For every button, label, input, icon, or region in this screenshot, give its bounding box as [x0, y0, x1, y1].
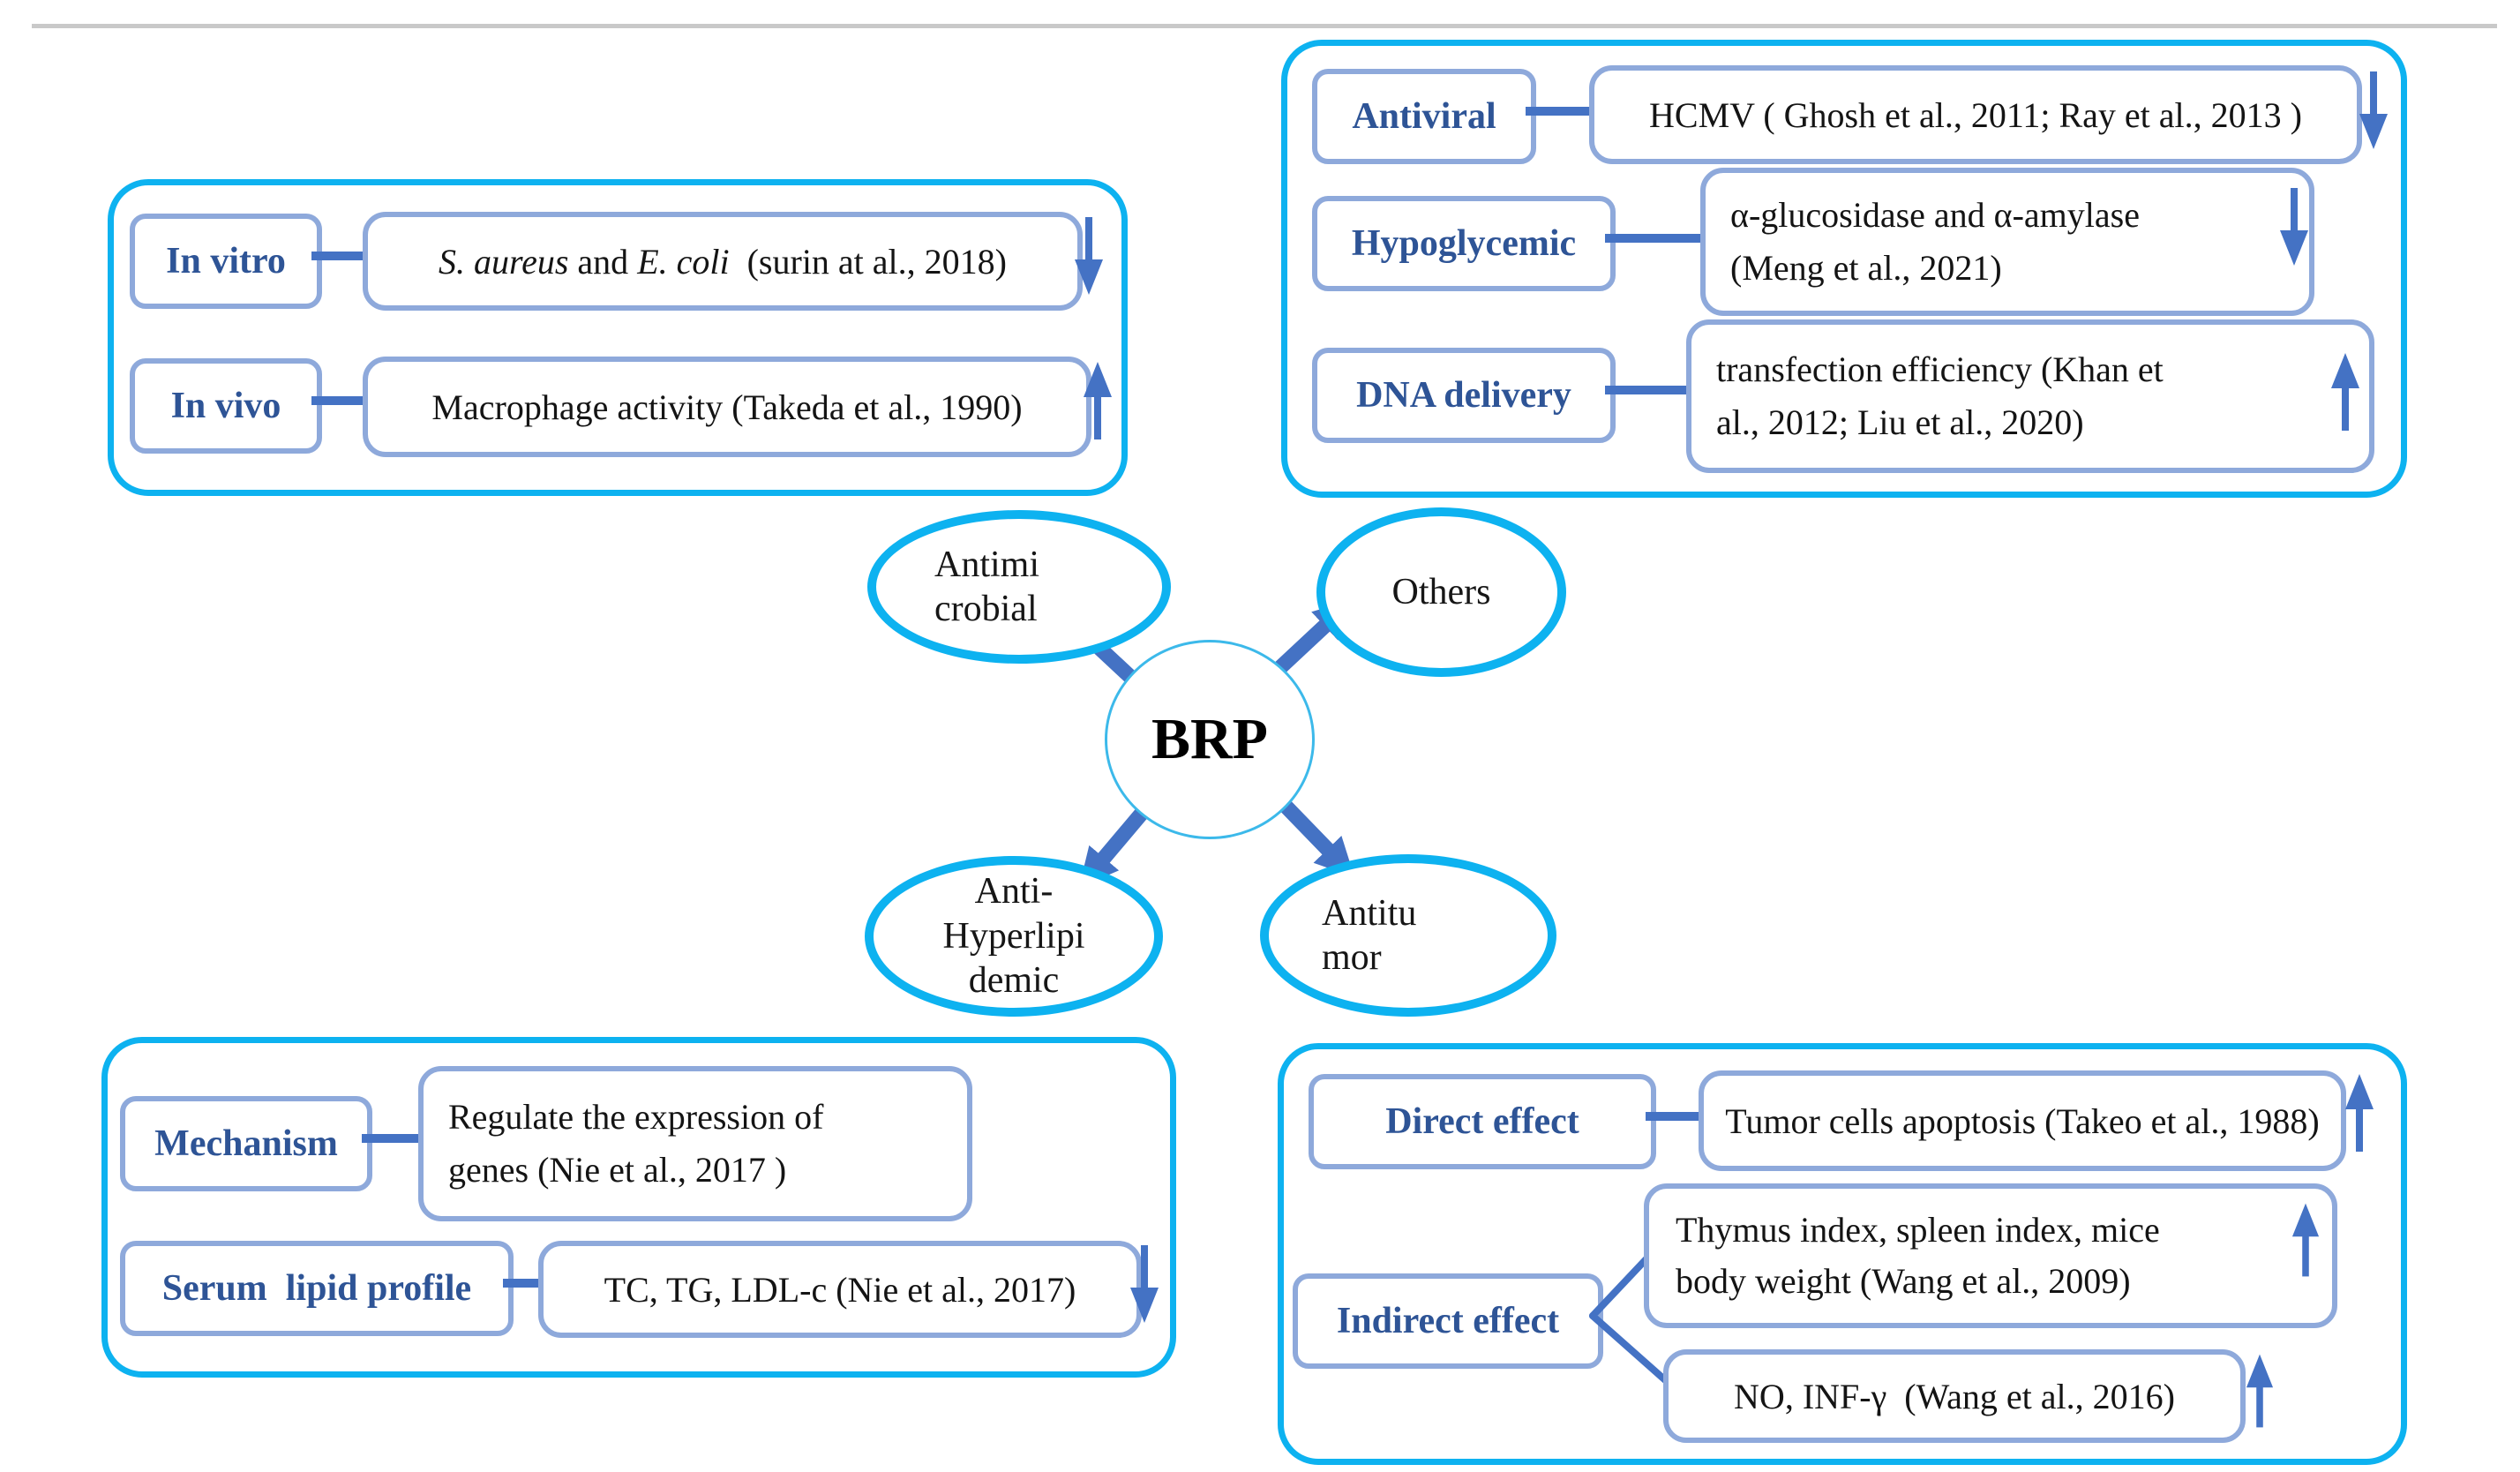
- finding-antiviral: HCMV ( Ghosh et al., 2011; Ray et al., 2…: [1589, 65, 2362, 164]
- node-antimicrobial: Antimi crobial: [867, 510, 1171, 664]
- connector-line: [1605, 386, 1686, 394]
- finding-dna-delivery: transfection efficiency (Khan et al., 20…: [1686, 319, 2374, 473]
- down-trend-arrow-icon: [1075, 217, 1103, 295]
- finding-hypoglycemic: α-glucosidase and α-amylase (Meng et al.…: [1700, 168, 2314, 316]
- group-antitumor: Direct effect Tumor cells apoptosis (Tak…: [1278, 1043, 2407, 1465]
- up-trend-arrow-icon: [1084, 362, 1112, 439]
- node-antitumor: Antitu mor: [1260, 854, 1556, 1017]
- connector-line: [1526, 107, 1589, 116]
- group-others: Antiviral HCMV ( Ghosh et al., 2011; Ray…: [1281, 40, 2407, 498]
- finding-serum-lipid: TC, TG, LDL-c (Nie et al., 2017): [538, 1241, 1142, 1338]
- label-serum-lipid-profile: Serum lipid profile: [120, 1241, 514, 1336]
- finding-indirect-immune: Thymus index, spleen index, mice body we…: [1644, 1183, 2337, 1328]
- label-in-vivo: In vivo: [130, 358, 322, 454]
- up-trend-arrow-icon: [2291, 1203, 2320, 1277]
- group-anti-hyperlipidemic: Mechanism Regulate the expression of gen…: [101, 1037, 1176, 1378]
- hub-arrow-up-right: [1270, 599, 1354, 679]
- label-dna-delivery: DNA delivery: [1312, 348, 1616, 443]
- group-antimicrobial: In vitro S. aureus and E. coli (surin at…: [108, 179, 1128, 496]
- label-antiviral: Antiviral: [1312, 69, 1536, 164]
- down-trend-arrow-icon: [2359, 71, 2388, 149]
- branch-connector: [1589, 1249, 1674, 1388]
- connector-line: [1646, 1112, 1699, 1121]
- connector-line: [503, 1279, 538, 1288]
- finding-indirect-cytokines: NO, INF-γ (Wang et al., 2016): [1663, 1349, 2246, 1443]
- node-brp-center: BRP: [1105, 640, 1315, 839]
- label-indirect-effect: Indirect effect: [1293, 1273, 1603, 1369]
- up-trend-arrow-icon: [2246, 1354, 2274, 1428]
- connector-line: [311, 396, 363, 405]
- node-others: Others: [1316, 507, 1566, 677]
- connector-line: [362, 1134, 418, 1143]
- finding-in-vivo: Macrophage activity (Takeda et al., 1990…: [363, 357, 1091, 457]
- connector-line: [1605, 234, 1700, 243]
- label-direct-effect: Direct effect: [1309, 1074, 1656, 1169]
- down-trend-arrow-icon: [1130, 1245, 1159, 1323]
- label-in-vitro: In vitro: [130, 214, 322, 309]
- finding-in-vitro: S. aureus and E. coli (surin at al., 201…: [363, 212, 1083, 311]
- label-hypoglycemic: Hypoglycemic: [1312, 196, 1616, 291]
- label-mechanism: Mechanism: [120, 1096, 372, 1191]
- up-trend-arrow-icon: [2331, 353, 2359, 431]
- node-anti-hyperlipidemic: Anti- Hyperlipi demic: [865, 856, 1163, 1017]
- down-trend-arrow-icon: [2280, 188, 2308, 266]
- connector-line: [311, 252, 363, 260]
- up-trend-arrow-icon: [2345, 1074, 2374, 1152]
- finding-direct-effect: Tumor cells apoptosis (Takeo et al., 198…: [1699, 1070, 2346, 1171]
- top-divider-line: [32, 24, 2497, 28]
- finding-mechanism: Regulate the expression of genes (Nie et…: [418, 1066, 972, 1221]
